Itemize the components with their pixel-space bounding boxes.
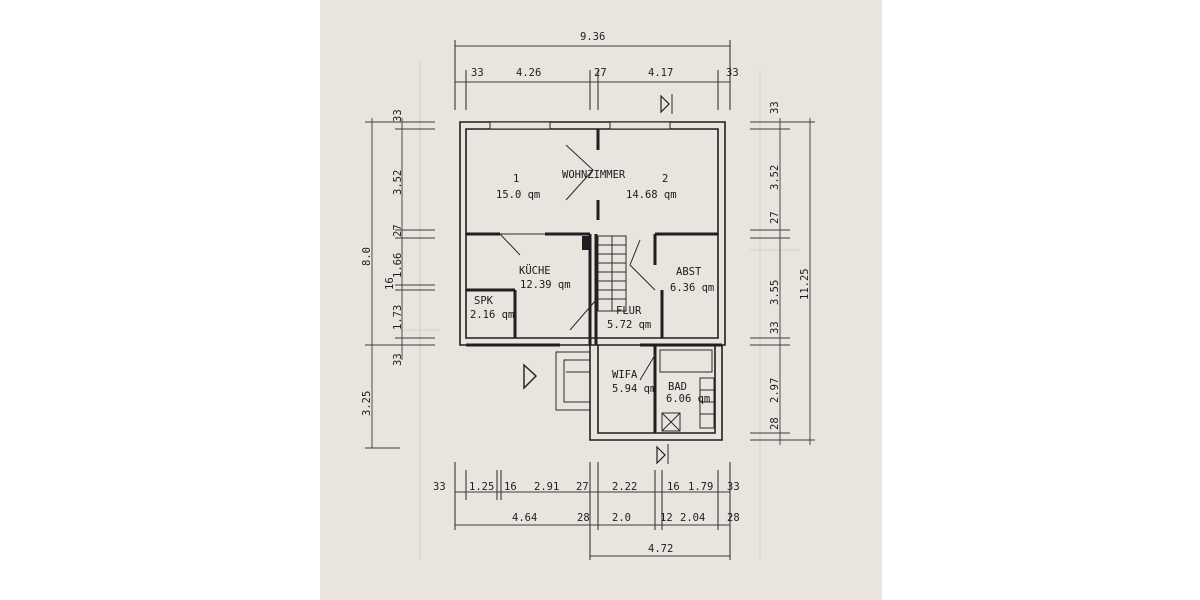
room-1-number: 1 <box>513 173 519 185</box>
dim-bottom-total: 4.72 <box>648 543 673 555</box>
dim-bottom1-1: 1.25 <box>469 481 494 493</box>
dim-right-2: 27 <box>769 211 781 224</box>
dim-right-4: 33 <box>769 321 781 334</box>
room-bad-name: BAD <box>668 381 687 393</box>
dim-bottom: 33 1.25 16 2.91 27 2.22 16 1.79 33 4.64 … <box>433 462 740 560</box>
room-labels: WOHNZIMMER 1 15.0 qm 2 14.68 qm KÜCHE 12… <box>470 169 714 405</box>
dim-right-0: 33 <box>769 101 781 114</box>
dim-left-3: 1.66 <box>392 253 404 278</box>
room-kueche-name: KÜCHE <box>519 264 551 277</box>
dim-top: 9.36 33 4.26 27 4.17 33 <box>454 31 739 110</box>
dim-bottom1-5: 2.22 <box>612 481 637 493</box>
dim-top-3: 4.17 <box>648 67 673 79</box>
ghost-lines <box>400 60 800 560</box>
dim-left-4: 16 <box>384 277 396 290</box>
room-2-area: 14.68 qm <box>626 189 677 201</box>
room-abst-area: 6.36 qm <box>670 282 714 294</box>
dim-bottom1-0: 33 <box>433 481 446 493</box>
room-1-area: 15.0 qm <box>496 189 540 201</box>
dim-bottom1-4: 27 <box>576 481 589 493</box>
dim-top-0: 33 <box>471 67 484 79</box>
dim-top-total: 9.36 <box>580 31 605 43</box>
dim-left-total: 8.0 <box>361 247 373 266</box>
dim-right-3: 3.55 <box>769 280 781 305</box>
dim-top-4: 33 <box>726 67 739 79</box>
room-spk-area: 2.16 qm <box>470 309 514 321</box>
dim-bottom2-2: 2.0 <box>612 512 631 524</box>
dim-right: 33 3.52 27 3.55 33 2.97 28 11.25 <box>750 101 815 445</box>
room-wifa-name: WIFA <box>612 369 638 381</box>
dim-bottom2-4: 2.04 <box>680 512 705 524</box>
dim-left-0: 33 <box>392 109 404 122</box>
room-spk-name: SPK <box>474 295 494 307</box>
dim-right-6: 28 <box>769 417 781 430</box>
dim-right-5: 2.97 <box>769 378 781 403</box>
door-swings <box>499 144 656 381</box>
dim-left-1: 3.52 <box>392 170 404 195</box>
dim-bottom1-8: 33 <box>727 481 740 493</box>
dim-right-total: 11.25 <box>799 268 811 300</box>
dim-bottom1-7: 1.79 <box>688 481 713 493</box>
section-markers <box>523 94 673 465</box>
dim-bottom1-2: 16 <box>504 481 517 493</box>
dim-left-2: 27 <box>392 224 404 237</box>
bathroom-fixtures <box>659 349 715 432</box>
paper-sheet <box>320 0 882 600</box>
dim-left-6: 33 <box>392 353 404 366</box>
entrance-steps <box>555 351 591 411</box>
staircase <box>582 235 627 312</box>
dim-bottom1-3: 2.91 <box>534 481 559 493</box>
dim-left-5: 1.73 <box>392 305 404 330</box>
dim-top-1: 4.26 <box>516 67 541 79</box>
dim-bottom2-3: 12 <box>660 512 673 524</box>
room-abst-name: ABST <box>676 266 702 278</box>
room-wifa-area: 5.94 qm <box>612 383 656 395</box>
room-flur-area: 5.72 qm <box>607 319 651 331</box>
dim-right-1: 3.52 <box>769 165 781 190</box>
dim-left-lower: 3.25 <box>361 391 373 416</box>
dim-bottom2-5: 28 <box>727 512 740 524</box>
room-2-number: 2 <box>662 173 668 185</box>
walls <box>459 121 726 441</box>
room-wohnzimmer-name: WOHNZIMMER <box>562 169 626 181</box>
room-bad-area: 6.06 qm <box>666 393 710 405</box>
dim-bottom2-0: 4.64 <box>512 512 537 524</box>
room-kueche-area: 12.39 qm <box>520 279 571 291</box>
dim-left: 33 3.52 27 1.66 16 1.73 33 8.0 3.25 <box>361 109 435 449</box>
dim-bottom2-1: 28 <box>577 512 590 524</box>
dim-top-2: 27 <box>594 67 607 79</box>
dim-bottom1-6: 16 <box>667 481 680 493</box>
room-flur-name: FLUR <box>616 305 642 317</box>
